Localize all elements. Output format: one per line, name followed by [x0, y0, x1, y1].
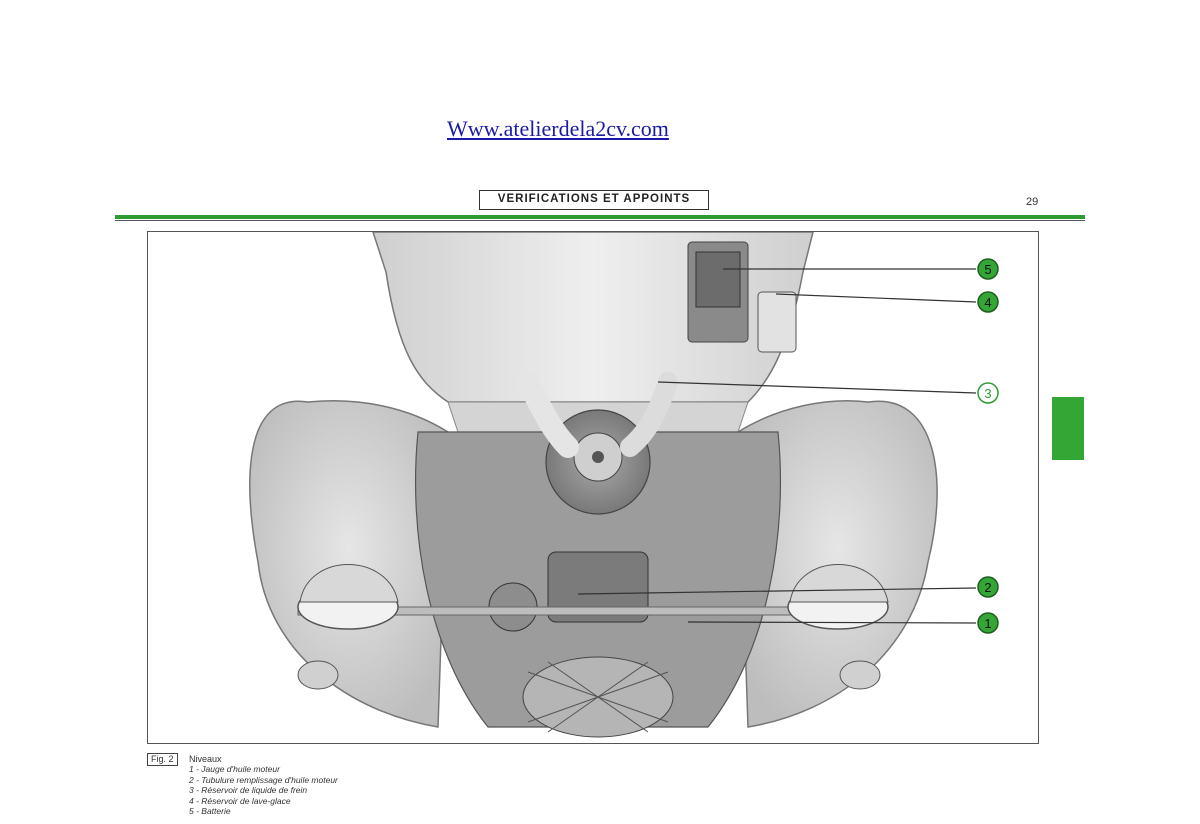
svg-text:5: 5	[984, 262, 991, 277]
svg-text:4: 4	[984, 295, 991, 310]
right-fender	[737, 400, 938, 728]
svg-text:1: 1	[984, 616, 991, 631]
caption-title: Niveaux	[189, 754, 222, 764]
right-indicator	[839, 660, 881, 690]
caption-item: 3 - Réservoir de liquide de frein	[189, 785, 308, 796]
engine-bay	[414, 241, 797, 738]
site-link[interactable]: Www.atelierdela2cv.com	[447, 116, 669, 141]
right-headlamp	[787, 564, 889, 630]
callout-3: 3	[977, 382, 999, 404]
header-rule-thin	[115, 220, 1085, 221]
engine-illustration-frame: 5 4 3 2 1	[147, 231, 1039, 744]
caption-list: 1 - Jauge d'huile moteur 2 - Tubulure re…	[189, 764, 338, 817]
header-rule	[115, 215, 1085, 219]
left-fender	[249, 400, 449, 728]
page-number: 29	[1026, 196, 1039, 208]
callout-5: 5	[977, 258, 999, 280]
caption-item: 5 - Batterie	[189, 806, 231, 817]
svg-text:3: 3	[984, 386, 991, 401]
callout-1: 1	[977, 612, 999, 634]
svg-text:2: 2	[984, 580, 991, 595]
callout-2: 2	[977, 576, 999, 598]
left-indicator	[297, 660, 339, 690]
figure-label: Fig. 2	[147, 753, 178, 766]
callout-4: 4	[977, 291, 999, 313]
chapter-tab	[1052, 397, 1084, 460]
caption-item: 2 - Tubulure remplissage d'huile moteur	[189, 774, 338, 785]
engine-illustration: 5 4 3 2 1	[249, 232, 999, 738]
caption-item: 4 - Réservoir de lave-glace	[189, 795, 291, 806]
caption-item: 1 - Jauge d'huile moteur	[189, 764, 280, 774]
left-headlamp	[297, 564, 399, 630]
callout-leaders	[577, 268, 977, 624]
section-title: VERIFICATIONS ET APPOINTS	[479, 190, 709, 210]
figure-caption: Fig. 2 Niveaux 1 - Jauge d'huile moteur …	[147, 753, 547, 819]
